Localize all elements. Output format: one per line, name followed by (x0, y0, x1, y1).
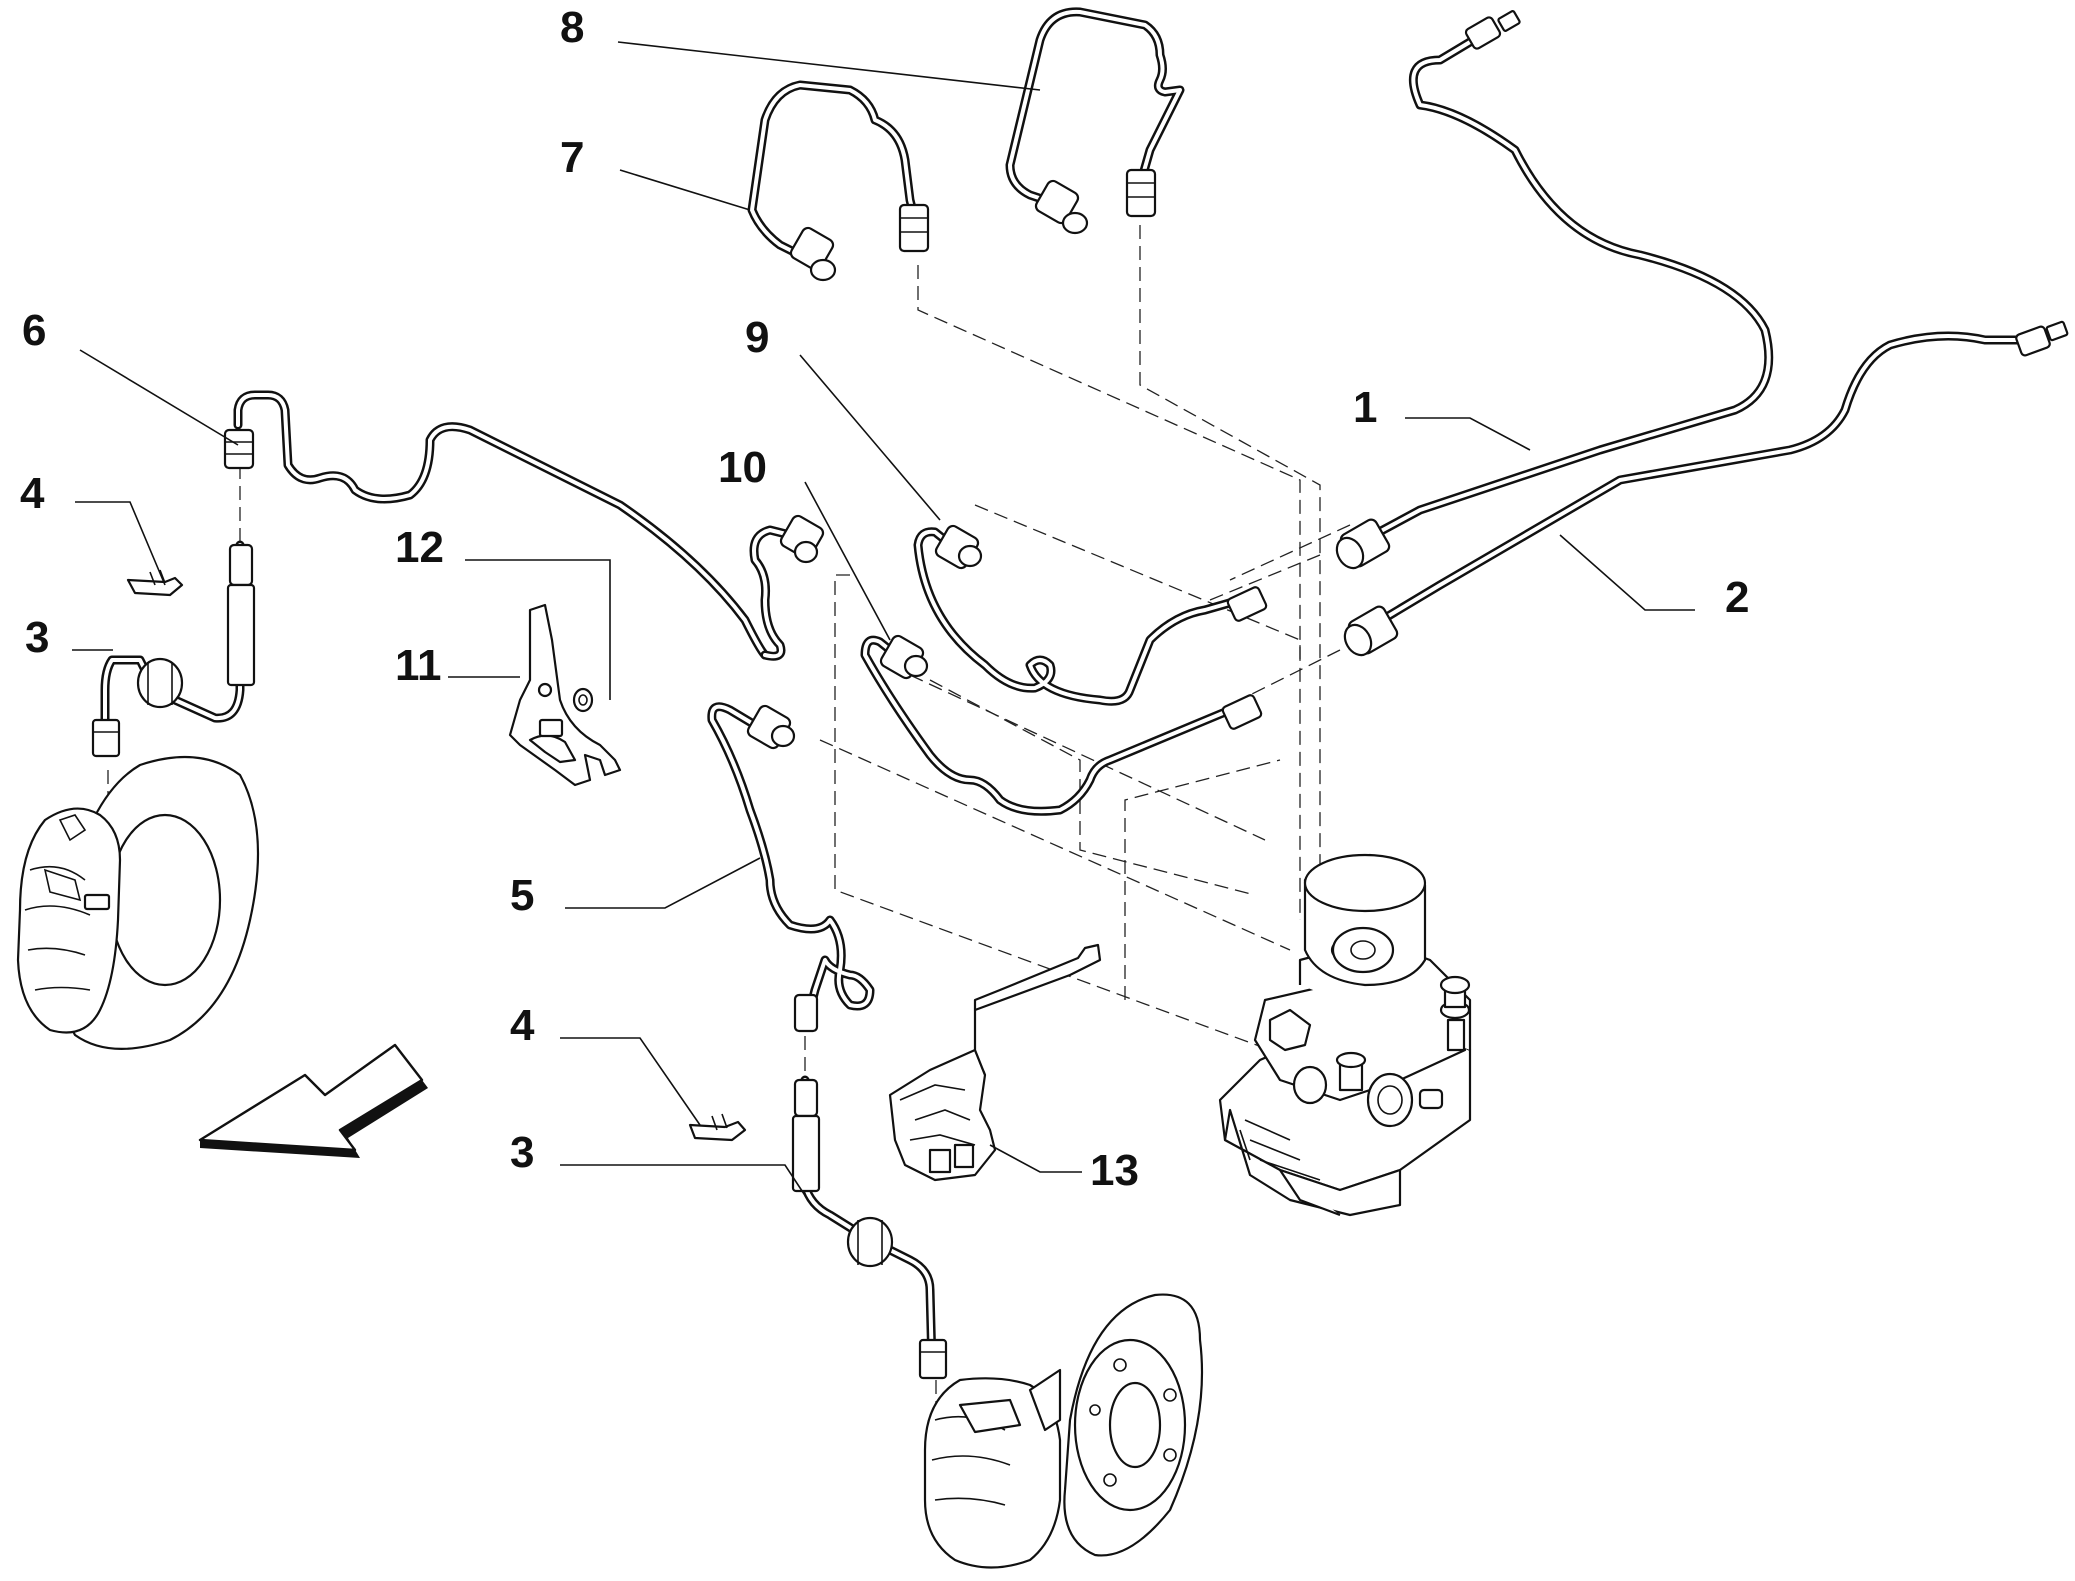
abs-modulator (1218, 853, 1472, 1217)
callout-10: 10 (718, 443, 767, 492)
callout-1: 1 (1353, 383, 1377, 432)
callout-3-left: 3 (25, 613, 49, 662)
callout-7: 7 (560, 133, 584, 182)
brake-disc-right (923, 1293, 1204, 1569)
callout-6: 6 (22, 306, 46, 355)
brake-pipe-10 (860, 635, 1235, 816)
bracket-11 (508, 603, 622, 787)
bracket-13 (888, 943, 1102, 1182)
brake-pipe-1 (1350, 37, 1774, 550)
brake-pipe-7 (747, 80, 920, 260)
brake-pipe-8 (1005, 7, 1185, 205)
callout-2: 2 (1725, 573, 1749, 622)
brake-pipe-5 (707, 702, 875, 1015)
assembly-dashed-lines (107, 225, 1351, 1425)
callout-4-left: 4 (20, 469, 45, 518)
pipe-fittings (91, 10, 2069, 1380)
nut-12 (572, 687, 594, 713)
brake-disc-left (16, 755, 260, 1050)
callout-13: 13 (1090, 1146, 1139, 1195)
callout-5: 5 (510, 871, 534, 920)
brake-pipe-short (749, 525, 795, 661)
callout-4-right: 4 (510, 1001, 535, 1050)
callout-8: 8 (560, 3, 584, 52)
callout-labels: 1 2 3 3 4 4 5 6 7 8 9 10 11 12 13 (20, 3, 1749, 1195)
brake-pipe-2 (1360, 331, 2030, 635)
direction-arrow (198, 1043, 428, 1158)
clip-4-right (688, 1113, 747, 1142)
callout-3-right: 3 (510, 1128, 534, 1177)
brake-pipe-9 (913, 527, 1245, 706)
brake-pipe-6 (233, 390, 770, 660)
callout-11: 11 (395, 641, 442, 690)
leader-lines (72, 41, 1695, 1201)
callout-9: 9 (745, 313, 769, 362)
clip-4-left (126, 569, 184, 597)
callout-12: 12 (395, 523, 444, 572)
flexible-hose-3-left (100, 540, 245, 750)
